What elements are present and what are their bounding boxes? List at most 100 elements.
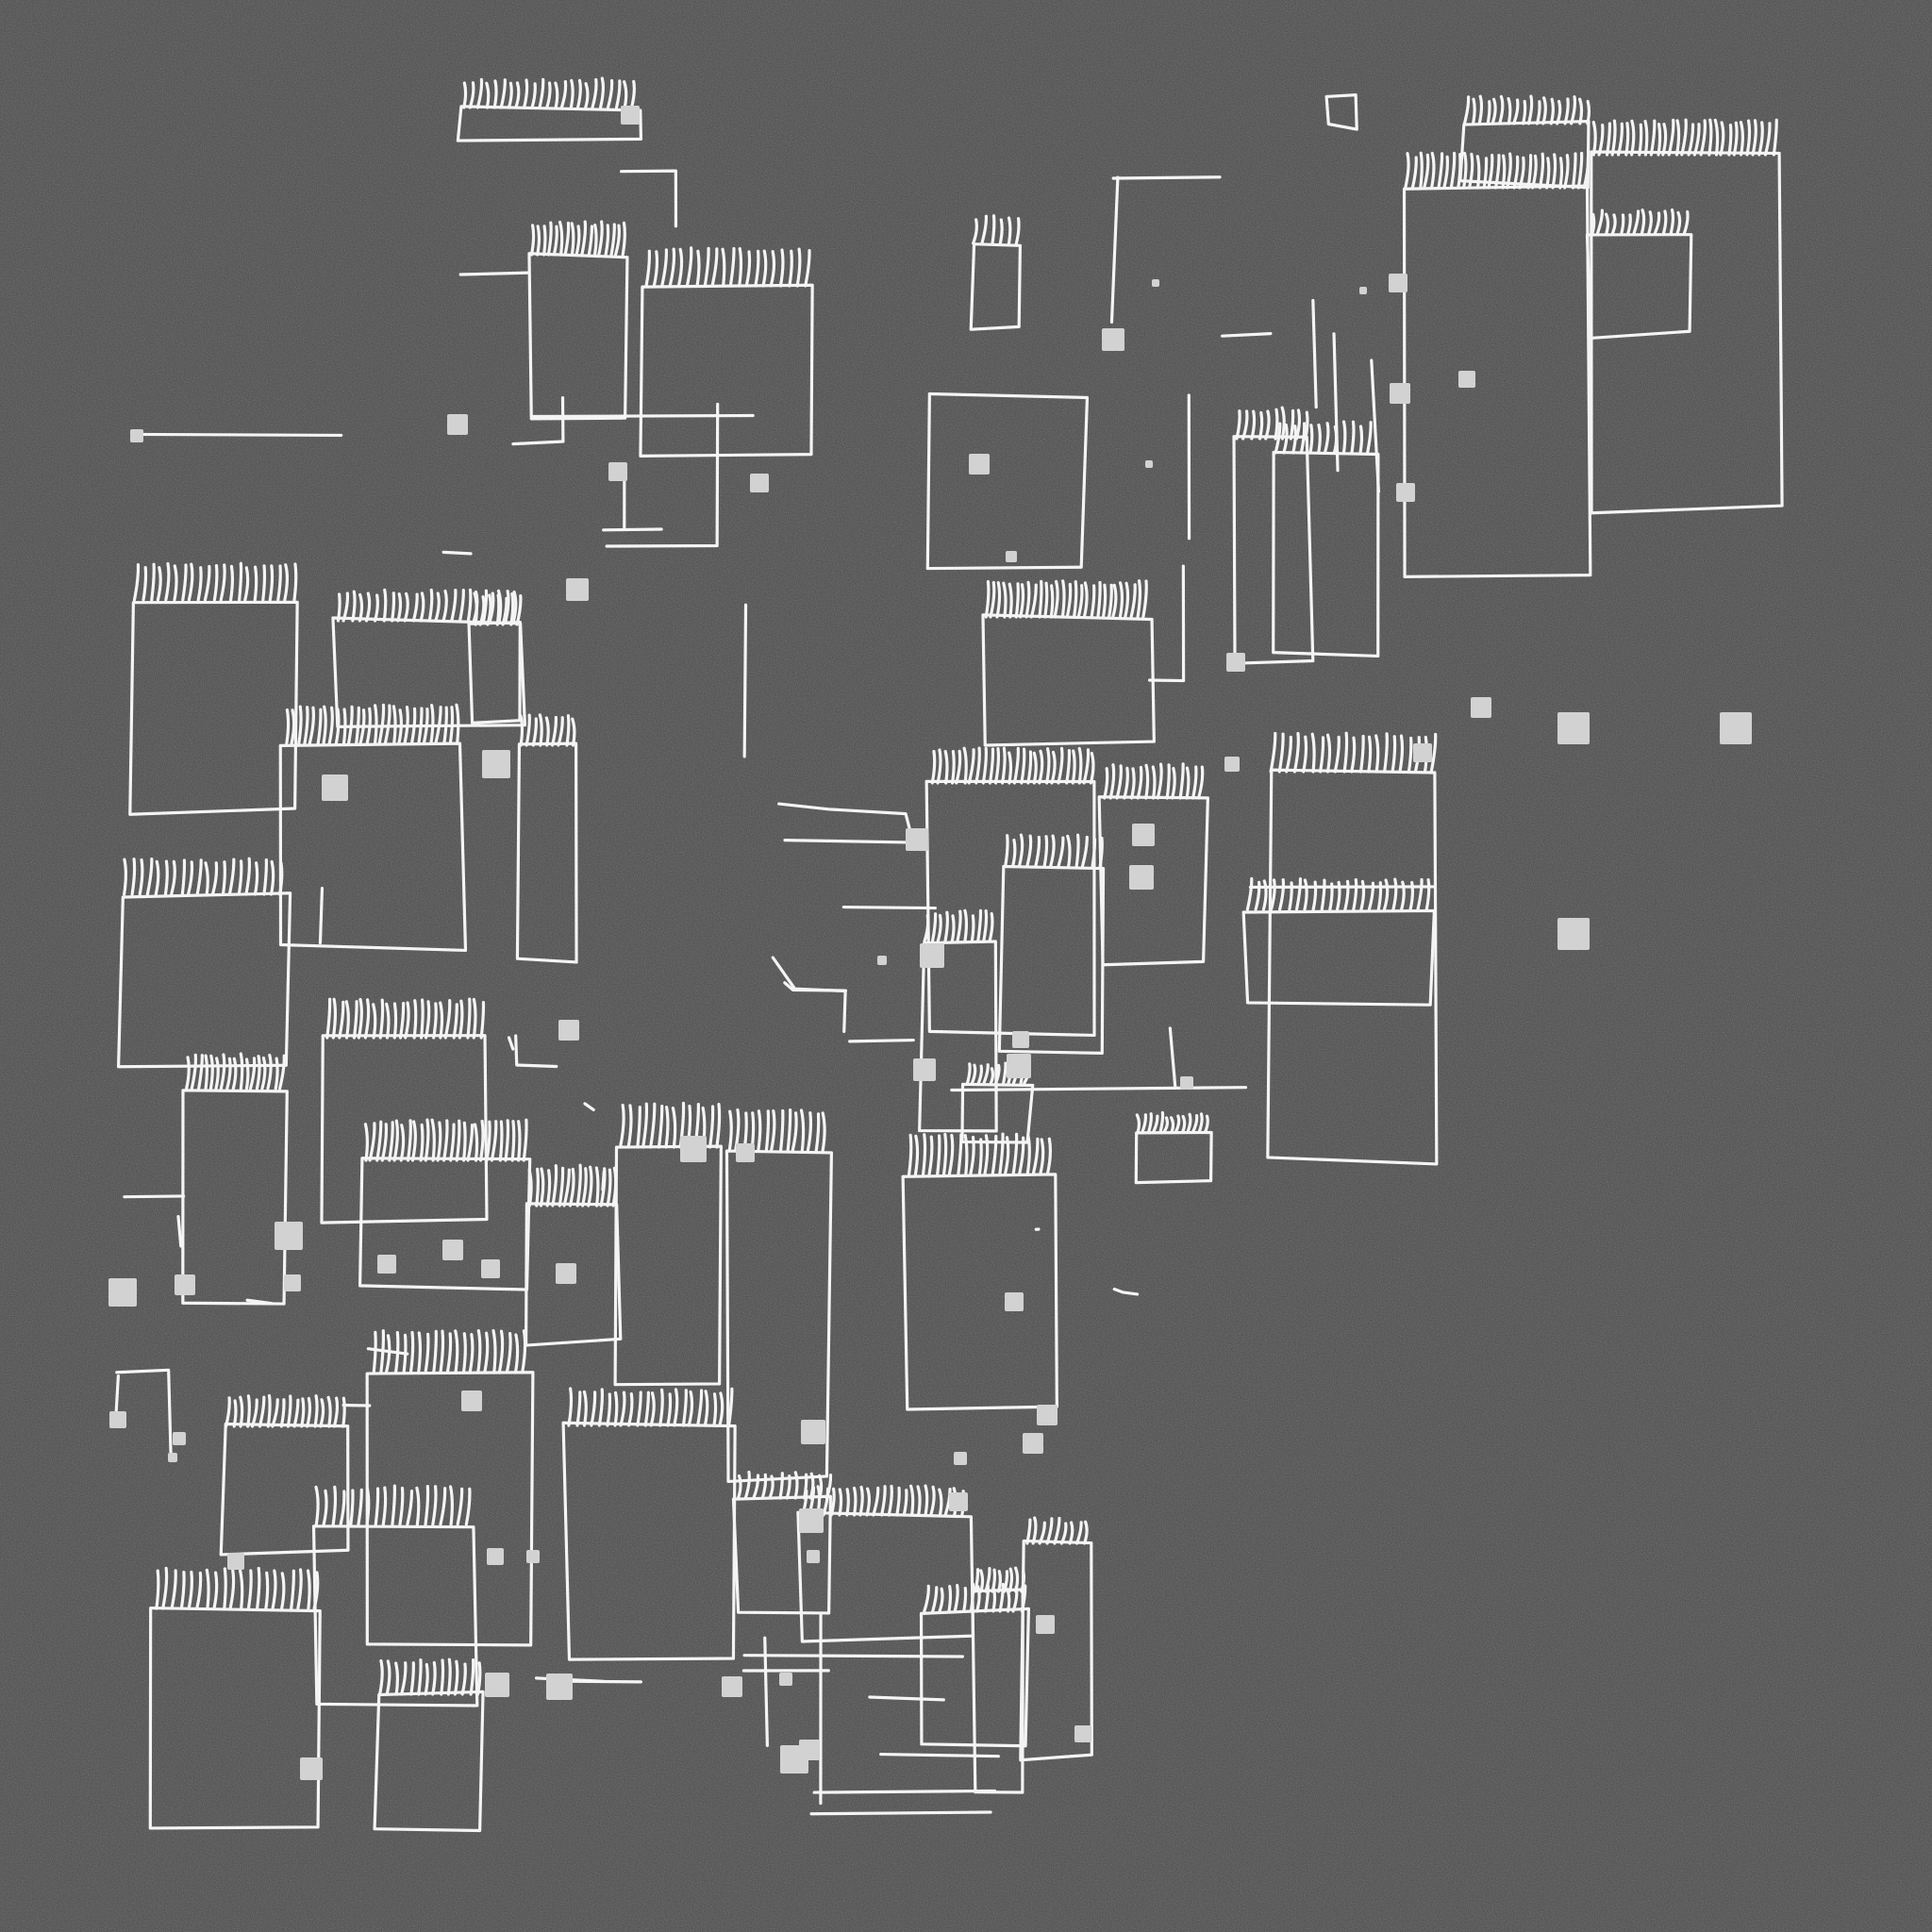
pad-square bbox=[168, 1453, 177, 1462]
connector-line bbox=[809, 1810, 992, 1816]
sketch-frame bbox=[960, 1082, 1035, 1144]
pad-square bbox=[801, 1420, 825, 1444]
pad-square bbox=[1132, 824, 1155, 846]
pad-square bbox=[736, 1143, 755, 1162]
pad-square bbox=[1037, 1405, 1058, 1425]
connector-line bbox=[812, 1789, 997, 1794]
pad-square bbox=[1557, 918, 1590, 950]
connector-line bbox=[950, 1086, 1248, 1092]
frame-fringe bbox=[473, 591, 523, 626]
frame-fringe bbox=[1274, 420, 1373, 455]
pad-square bbox=[275, 1222, 303, 1250]
pad-square bbox=[799, 1508, 824, 1533]
pad-square bbox=[1152, 279, 1159, 287]
sketch-frame bbox=[1241, 908, 1436, 1007]
pad-square bbox=[556, 1263, 576, 1284]
pad-square bbox=[526, 1550, 540, 1563]
pad-square bbox=[722, 1676, 742, 1697]
connector-line bbox=[514, 1034, 558, 1069]
pad-square bbox=[1396, 483, 1415, 502]
pad-square bbox=[558, 1020, 579, 1041]
frame-fringe bbox=[527, 1163, 618, 1208]
pad-square bbox=[1224, 757, 1240, 772]
pad-square bbox=[487, 1548, 504, 1565]
pad-square bbox=[1180, 1076, 1193, 1090]
pad-square bbox=[322, 774, 348, 801]
pad-square bbox=[227, 1553, 244, 1570]
pad-square bbox=[920, 943, 944, 968]
connector-line bbox=[619, 169, 678, 228]
connector-line bbox=[1109, 175, 1120, 325]
sketch-frame bbox=[1458, 119, 1591, 190]
connector-line bbox=[771, 956, 847, 1034]
sketch-frame bbox=[731, 1494, 832, 1615]
sketch-frame bbox=[969, 242, 1023, 331]
pad-square bbox=[913, 1058, 936, 1081]
connector-line bbox=[1168, 1026, 1177, 1089]
pad-square bbox=[807, 1550, 820, 1563]
frame-fringe bbox=[972, 214, 1021, 245]
frame-fringe bbox=[155, 1566, 320, 1610]
frame-fringe bbox=[519, 713, 576, 747]
connector-line bbox=[742, 603, 748, 758]
frame-fringe bbox=[727, 1108, 826, 1153]
connector-line bbox=[1221, 332, 1273, 338]
frame-fringe bbox=[907, 1132, 1053, 1176]
sketch-frame bbox=[128, 600, 299, 816]
pad-square bbox=[1005, 1292, 1024, 1311]
sketch-frame bbox=[515, 741, 578, 964]
sketch-frame bbox=[981, 613, 1156, 747]
sketch-frame bbox=[331, 616, 527, 728]
pad-square bbox=[377, 1255, 396, 1274]
connector-line bbox=[511, 396, 565, 446]
connector-line bbox=[318, 887, 325, 945]
connector-line bbox=[1332, 332, 1340, 473]
connector-line bbox=[1111, 175, 1222, 180]
sketch-frame bbox=[997, 864, 1106, 1055]
pad-square bbox=[1458, 371, 1475, 388]
pad-square bbox=[877, 956, 887, 965]
frame-fringe bbox=[923, 908, 994, 943]
connector-line bbox=[366, 1347, 409, 1356]
pads-layer bbox=[108, 106, 1752, 1780]
frame-fringe bbox=[224, 1393, 346, 1428]
pad-square bbox=[1226, 653, 1245, 672]
frame-fringe bbox=[930, 746, 1095, 785]
frame-fringe bbox=[1135, 1110, 1209, 1134]
pad-square bbox=[1145, 460, 1153, 468]
pad-square bbox=[130, 429, 143, 442]
frame-fringe bbox=[1591, 208, 1690, 235]
pad-square bbox=[1413, 743, 1432, 762]
frame-fringe bbox=[462, 76, 636, 109]
frame-fringe bbox=[1025, 1516, 1089, 1545]
pad-square bbox=[680, 1136, 707, 1162]
pad-square bbox=[799, 1740, 820, 1760]
frame-fringe bbox=[325, 997, 486, 1040]
pad-square bbox=[969, 454, 990, 475]
pad-square bbox=[1129, 865, 1154, 890]
frame-fringe bbox=[529, 220, 626, 257]
pad-square bbox=[442, 1240, 463, 1260]
pad-square bbox=[566, 578, 589, 601]
connector-line bbox=[742, 1654, 964, 1658]
sketch-frame bbox=[925, 391, 1090, 571]
frame-fringe bbox=[363, 1118, 528, 1162]
connector-line bbox=[114, 1374, 120, 1415]
connector-line bbox=[115, 1368, 173, 1460]
frames-layer bbox=[116, 76, 1784, 1833]
pad-square bbox=[779, 1673, 792, 1686]
pad-square bbox=[608, 462, 627, 481]
pad-square bbox=[482, 750, 510, 778]
pad-square bbox=[1102, 328, 1124, 351]
frame-fringe bbox=[377, 1657, 482, 1696]
pad-square bbox=[485, 1673, 509, 1697]
pad-square bbox=[546, 1674, 573, 1700]
pad-square bbox=[447, 414, 468, 435]
frame-fringe bbox=[314, 1484, 472, 1526]
pad-square bbox=[1036, 1615, 1055, 1634]
frame-fringe bbox=[984, 579, 1148, 619]
frame-fringe bbox=[1404, 151, 1591, 190]
connector-line bbox=[132, 432, 343, 438]
pad-square bbox=[481, 1259, 500, 1278]
